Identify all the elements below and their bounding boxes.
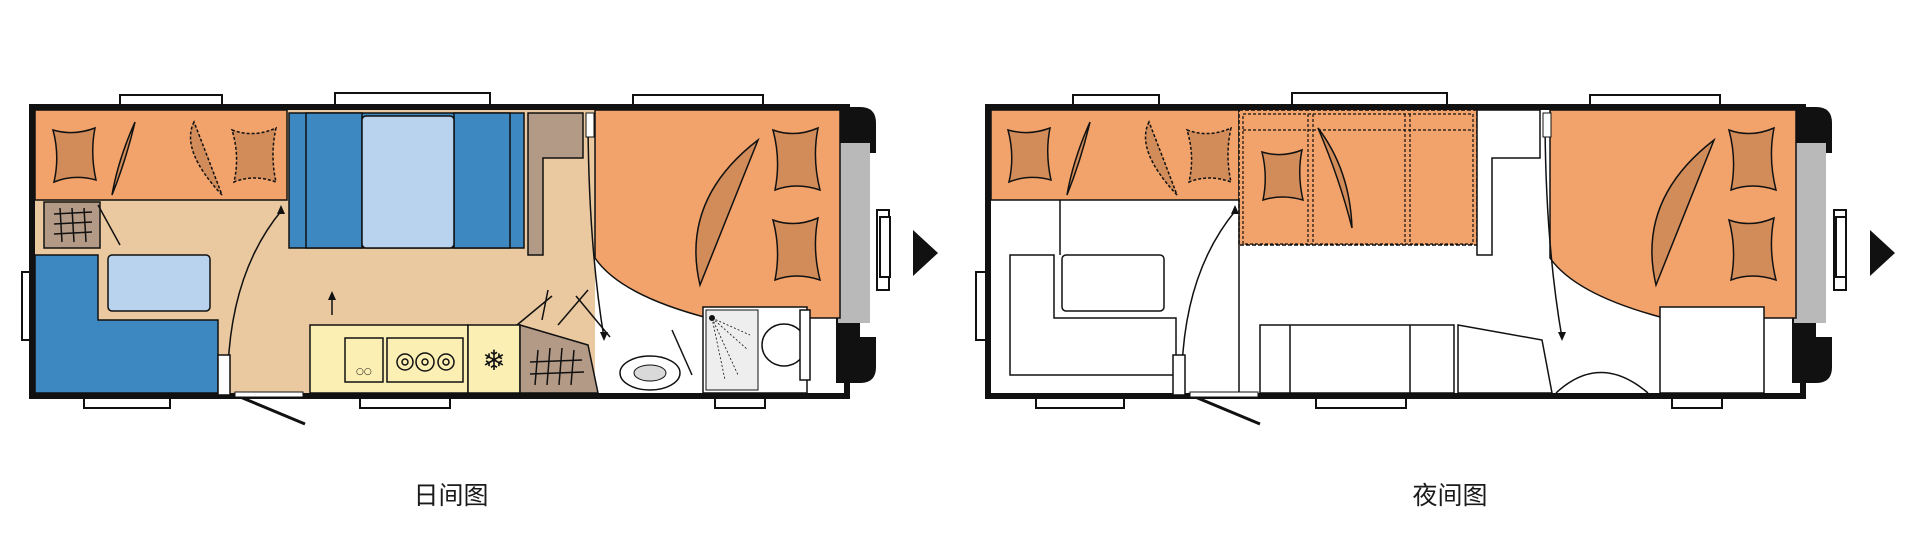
dinette-table [361,115,455,249]
entrance-door-frame [1172,354,1186,396]
fridge [467,324,521,394]
pillow-icon [695,126,822,288]
dining-table-left [107,254,211,312]
night-floorplan [975,92,1895,426]
hitch-cap [835,106,891,384]
door-swings [1181,112,1563,369]
wardrobe [1476,109,1541,256]
direction-arrow-icon [913,230,938,276]
entrance-door-frame [217,354,231,396]
pillow-icon [51,121,136,196]
l-shaped-sofa [34,254,219,394]
pillow-dotted-icon [1144,120,1233,196]
storage-cabinet [519,323,599,394]
day-layout-caption: 日间图 [413,481,489,510]
direction-arrow-icon [1870,230,1895,276]
door-swings [97,112,693,376]
day-floorplan: ○○ ❄ [21,92,938,426]
night-layout-caption: 夜间图 [1412,481,1488,510]
cabinet-hatch [529,347,585,386]
wardrobe [527,112,584,256]
entrance-door [232,392,306,426]
pillow-icon [1006,121,1091,196]
snowflake-icon: ❄ [482,344,505,377]
burner-icons [396,352,455,372]
arrow-icon [1231,205,1566,341]
hitch-cap [1791,106,1847,384]
pillow-icon [1260,127,1353,229]
svg-text:○○: ○○ [356,367,372,377]
arrow-icon [277,205,608,341]
sink [344,337,384,383]
shower-spray-icon [711,317,751,381]
pillow-dotted-icon [189,120,278,196]
stove [386,337,464,383]
entrance-door [1187,392,1261,426]
rack-hatch [53,207,93,243]
furniture-outlines [1009,200,1765,394]
pillow-icon [1651,126,1778,288]
